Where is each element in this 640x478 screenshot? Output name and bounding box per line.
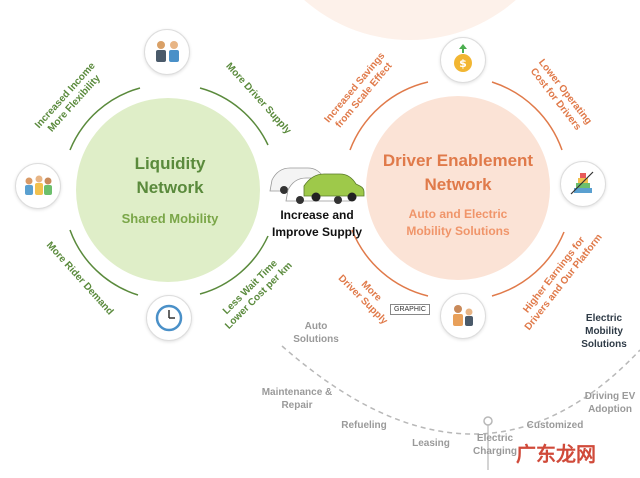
- coin-growth-icon: $: [440, 37, 486, 83]
- right-arc-bottom-right: [491, 231, 565, 297]
- electric-charging-2: Charging: [473, 446, 517, 457]
- driving-ev-1: Driving EV: [584, 391, 636, 402]
- family-icon: [440, 293, 486, 339]
- left-arc-top-left: [69, 87, 141, 151]
- electric-charging-label: Electric Charging: [470, 432, 520, 458]
- center-label: Increase and Improve Supply: [262, 207, 372, 241]
- center-label-2: Improve Supply: [271, 225, 363, 239]
- refueling-label: Refueling: [341, 420, 387, 431]
- graphic-badge: GRAPHIC: [390, 304, 430, 315]
- driver-enablement-subtitle-2: Mobility Solutions: [406, 224, 510, 238]
- maintenance-repair-2: Repair: [281, 400, 313, 411]
- driver-enablement-subtitle: Auto and Electric Mobility Solutions: [388, 206, 528, 240]
- driving-ev-2: Adoption: [588, 404, 632, 415]
- meeting-icon: [144, 29, 190, 75]
- driver-enablement-circle: [366, 96, 550, 280]
- left-arc-bottom-left: [69, 229, 139, 296]
- driver-enablement-title-1: Driver Enablement: [382, 151, 534, 170]
- maintenance-repair-1: Maintenance &: [261, 387, 333, 398]
- electric-mobility-2: Mobility: [585, 326, 623, 337]
- electric-charging-1: Electric: [476, 433, 514, 444]
- watermark: 广东龙网: [516, 442, 596, 466]
- driving-ev-adoption-label: Driving EV Adoption: [580, 390, 640, 416]
- driver-enablement-subtitle-1: Auto and Electric: [408, 207, 508, 221]
- bottom-dashed-arc: [281, 345, 640, 435]
- bottom-node: [483, 416, 493, 426]
- leasing-label: Leasing: [412, 438, 450, 449]
- cars-icon: [269, 167, 365, 204]
- right-arc-top-left: [349, 81, 429, 151]
- left-arc-top-right: [199, 87, 269, 146]
- group-people-icon: [15, 163, 61, 209]
- auto-solutions-1: Auto: [304, 321, 328, 332]
- right-arc-bottom-left: [351, 229, 429, 297]
- electric-mobility-1: Electric: [585, 313, 623, 324]
- svg-text:$: $: [459, 57, 467, 70]
- right-arc-top-right: [491, 81, 563, 151]
- bar-chart-growth-icon: [560, 161, 606, 207]
- left-arc-bottom-right: [199, 235, 269, 295]
- liquidity-subtitle: Shared Mobility: [121, 211, 219, 226]
- liquidity-title-1: Liquidity: [134, 154, 206, 173]
- liquidity-title-2: Network: [136, 178, 204, 197]
- auto-solutions-label: Auto Solutions: [288, 320, 344, 346]
- auto-solutions-2: Solutions: [293, 334, 339, 345]
- customized-label: Customized: [526, 420, 584, 431]
- electric-mobility-solutions-label: Electric Mobility Solutions: [574, 312, 634, 351]
- maintenance-repair-label: Maintenance & Repair: [255, 386, 339, 412]
- clock-icon: [146, 295, 192, 341]
- top-decor-circle: [304, 0, 516, 40]
- center-label-1: Increase and: [280, 208, 354, 222]
- electric-mobility-3: Solutions: [581, 339, 627, 350]
- liquidity-circle: [76, 98, 260, 282]
- driver-enablement-title-2: Network: [424, 175, 492, 194]
